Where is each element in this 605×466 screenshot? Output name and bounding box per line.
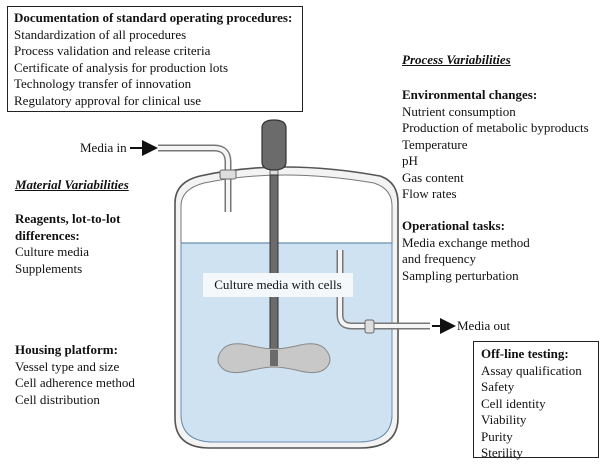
list-item: Culture media — [15, 244, 90, 259]
list-item: Gas content — [402, 169, 464, 185]
media-out-label: Media out — [457, 318, 511, 333]
list-item: Purity — [481, 428, 513, 444]
list-item: Temperature — [402, 136, 468, 152]
list-item: Vessel type and size — [15, 358, 120, 374]
environmental-list: Nutrient consumption Production of metab… — [402, 104, 589, 203]
operational-list: Media exchange method and frequency Samp… — [402, 235, 530, 285]
list-item: Sampling perturbation — [402, 267, 519, 283]
stirrer-motor — [261, 119, 287, 171]
process-variabilities-heading: Process Variabilities — [402, 52, 511, 67]
list-item: Technology transfer of innovation — [14, 76, 192, 91]
list-item: Cell identity — [481, 395, 546, 411]
reagents-title-line2: differences: — [15, 227, 80, 243]
operational-title: Operational tasks: — [402, 218, 505, 233]
list-item: Cell distribution — [15, 391, 100, 407]
list-item: Flow rates — [402, 186, 457, 201]
material-variabilities-heading: Material Variabilities — [15, 177, 129, 192]
housing-list: Vessel type and size Cell adherence meth… — [15, 359, 135, 409]
list-item: Media exchange method — [402, 234, 530, 250]
reagents-list: Culture media Supplements — [15, 244, 89, 277]
stirrer-shaft — [269, 174, 279, 366]
list-item: Viability — [481, 412, 527, 427]
offline-list: Assay qualification Safety Cell identity… — [481, 363, 582, 462]
list-item: Regulatory approval for clinical use — [14, 92, 201, 108]
offline-testing-box — [473, 341, 599, 458]
list-item: and frequency — [402, 251, 476, 266]
list-item: Sterility — [481, 445, 523, 460]
list-item: Cell adherence method — [15, 375, 135, 390]
list-item: Assay qualification — [481, 362, 582, 378]
list-item: Safety — [481, 379, 515, 394]
offline-title: Off-line testing: — [481, 346, 569, 361]
list-item: pH — [402, 153, 418, 168]
list-item: Standardization of all procedures — [14, 26, 187, 42]
list-item: Certificate of analysis for production l… — [14, 59, 229, 75]
sop-list: Standardization of all procedures Proces… — [14, 27, 228, 110]
housing-title: Housing platform: — [15, 342, 118, 357]
list-item: Process validation and release criteria — [14, 43, 211, 58]
sop-title: Documentation of standard operating proc… — [14, 10, 293, 25]
media-in-label: Media in — [80, 140, 127, 155]
culture-media-label: Culture media with cells — [203, 273, 353, 297]
list-item: Supplements — [15, 260, 83, 276]
list-item: Nutrient consumption — [402, 103, 516, 119]
sop-box — [7, 6, 303, 112]
reagents-title-line1: Reagents, lot-to-lot — [15, 211, 121, 226]
environmental-title: Environmental changes: — [402, 87, 538, 102]
list-item: Production of metabolic byproducts — [402, 120, 589, 135]
